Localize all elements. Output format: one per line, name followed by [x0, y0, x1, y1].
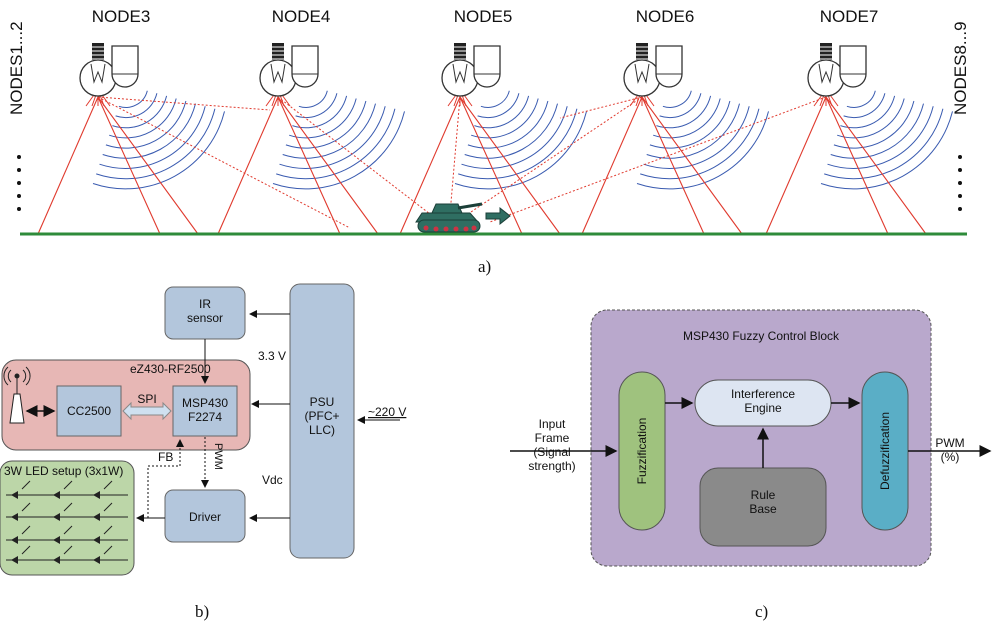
- led-setup-label: 3W LED setup (3x1W): [4, 464, 123, 478]
- lamp-nodes: NODE3 NODE4 NODE5 NODE6 NODE7: [79, 7, 879, 97]
- spi-label: SPI: [137, 392, 156, 406]
- panel-c-fuzzy: MSP430 Fuzzy Control Block Fuzzification…: [510, 309, 992, 621]
- fuzzy-block-title: MSP430 Fuzzy Control Block: [683, 329, 840, 343]
- sensor-icon: [473, 45, 501, 88]
- left-ellipsis: [17, 155, 21, 211]
- spi-bus-arrow: [122, 401, 172, 421]
- driver-label: Driver: [189, 510, 221, 524]
- node-4: NODE4: [259, 7, 331, 97]
- cc2500-block: [56, 385, 122, 437]
- panel-a-street-lighting: NODE3 NODE4 NODE5 NODE6 NODE7 NODES1...2 NOD…: [7, 7, 970, 276]
- mains-label: ~220 V: [368, 405, 406, 419]
- light-bulb-icon: [259, 43, 297, 97]
- cc2500-label: CC2500: [67, 404, 111, 418]
- light-bulb-icon: [441, 43, 479, 97]
- light-beams: [37, 95, 927, 235]
- caption-c: c): [755, 602, 768, 621]
- node-label: NODE3: [92, 7, 151, 26]
- msp430-block: [172, 385, 238, 437]
- radiation-waves: [92, 90, 953, 190]
- right-ellipsis: [958, 155, 962, 211]
- output-label: PWM(%): [935, 436, 964, 464]
- light-bulb-icon: [623, 43, 661, 97]
- fb-label: FB: [158, 450, 173, 464]
- node-label: NODE4: [272, 7, 331, 26]
- psu-block: [289, 283, 355, 559]
- sensor-icon: [111, 45, 139, 88]
- fuzzification-block: [618, 371, 666, 531]
- node-6: NODE6: [623, 7, 695, 97]
- movement-arrow-icon: [485, 206, 511, 226]
- defuzzification-label: Defuzzification: [878, 412, 892, 490]
- node-label: NODE6: [636, 7, 695, 26]
- node-7: NODE7: [807, 7, 879, 97]
- sensor-icon: [291, 45, 319, 88]
- node-label: NODE7: [820, 7, 879, 26]
- node-5: NODE5: [441, 7, 513, 97]
- led-array: [6, 480, 128, 564]
- sensor-icon: [839, 45, 867, 88]
- tank-icon: [415, 202, 483, 233]
- ez430-title: eZ430-RF2500: [130, 362, 211, 376]
- fb-line: [147, 439, 184, 518]
- caption-b: b): [195, 602, 209, 621]
- led-board: [0, 460, 135, 576]
- driver-block: [164, 489, 246, 543]
- vdc-label: Vdc: [262, 473, 283, 487]
- voltage-33-label: 3.3 V: [258, 349, 286, 363]
- sensor-icon: [655, 45, 683, 88]
- caption-a: a): [478, 257, 491, 276]
- light-bulb-icon: [807, 43, 845, 97]
- node-3: NODE3: [79, 7, 151, 97]
- light-bulb-icon: [79, 43, 117, 97]
- right-side-label: NODES8...9: [951, 21, 970, 115]
- fuzzification-label: Fuzzification: [635, 418, 649, 485]
- psu-label: PSU(PFC+LLC): [304, 395, 339, 437]
- antenna-icon: [3, 366, 31, 424]
- left-side-label: NODES1...2: [7, 21, 26, 115]
- pwm-label: PWM: [212, 443, 224, 470]
- node-label: NODE5: [454, 7, 513, 26]
